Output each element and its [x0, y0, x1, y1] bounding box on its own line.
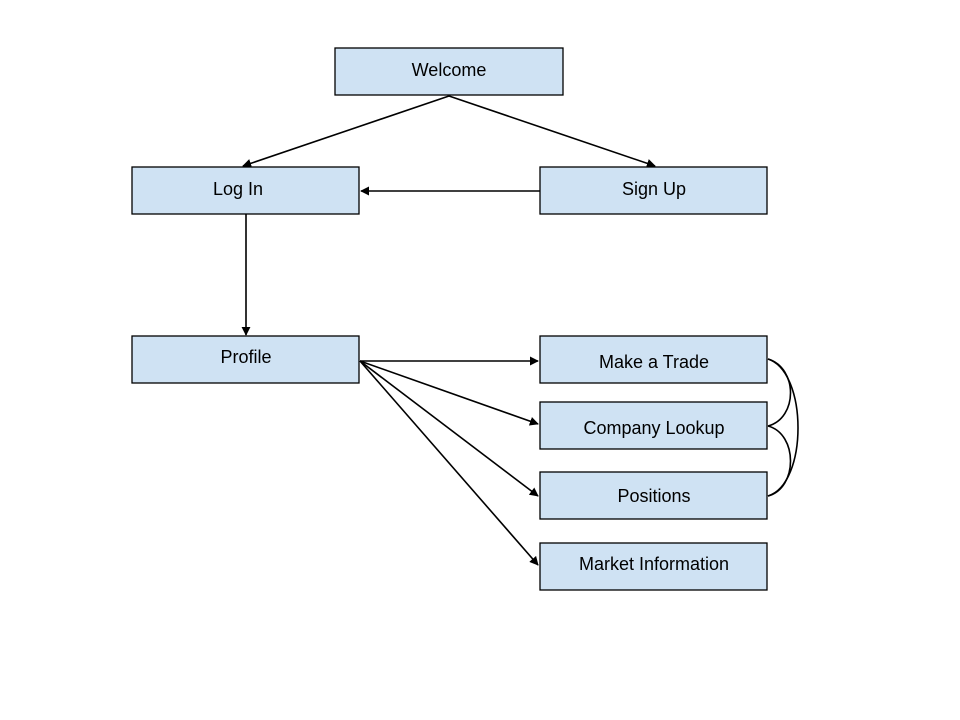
node-company-lookup: Company Lookup [539, 401, 768, 450]
node-market-information-label: Market Information [579, 554, 729, 574]
node-signup: Sign Up [539, 166, 768, 215]
edge-welcome-to-login [242, 95, 450, 168]
node-login-label: Log In [213, 179, 263, 199]
edge-profile-to-positions [359, 360, 539, 497]
node-make-a-trade-label: Make a Trade [599, 352, 709, 372]
edge-trade-to-positions-curve [767, 358, 799, 497]
node-make-a-trade: Make a Trade [539, 335, 768, 384]
edge-profile-to-market [359, 360, 539, 566]
node-profile-label: Profile [220, 347, 271, 367]
node-signup-label: Sign Up [622, 179, 686, 199]
node-positions-label: Positions [617, 486, 690, 506]
node-welcome: Welcome [334, 47, 564, 96]
edge-profile-to-lookup [359, 360, 539, 426]
edge-welcome-to-signup [448, 95, 656, 168]
node-profile: Profile [131, 335, 360, 384]
node-company-lookup-label: Company Lookup [583, 418, 724, 438]
node-market-information: Market Information [539, 542, 768, 591]
edge-lookup-to-positions-curve [767, 425, 792, 497]
node-positions: Positions [539, 471, 768, 520]
edge-trade-to-lookup-curve [767, 358, 792, 427]
node-welcome-label: Welcome [412, 60, 487, 80]
node-login: Log In [131, 166, 360, 215]
edges [241, 95, 799, 566]
